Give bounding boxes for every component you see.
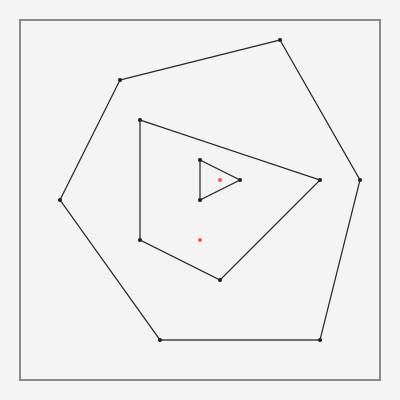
red-marker-2 <box>198 238 202 242</box>
middle-quadrilateral <box>139 119 322 281</box>
inner-triangle-vertex-3 <box>198 198 202 202</box>
outer-heptagon-vertex-3 <box>318 338 322 342</box>
outer-heptagon <box>59 39 361 341</box>
middle-quadrilateral-vertex-1 <box>138 118 142 122</box>
middle-quadrilateral-vertex-2 <box>318 178 322 182</box>
outer-heptagon-vertex-2 <box>358 178 362 182</box>
polygon-layer <box>59 39 361 341</box>
inner-triangle-vertex-2 <box>238 178 242 182</box>
middle-quadrilateral-vertex-3 <box>218 278 222 282</box>
inner-triangle <box>199 159 242 201</box>
outer-heptagon-vertex-1 <box>278 38 282 42</box>
vertex-layer <box>58 38 362 342</box>
canvas-frame <box>19 19 381 381</box>
outer-heptagon-vertex-5 <box>58 198 62 202</box>
red-marker-1 <box>218 178 222 182</box>
inner-triangle-vertex-1 <box>198 158 202 162</box>
middle-quadrilateral-vertex-4 <box>138 238 142 242</box>
outer-heptagon-vertex-6 <box>118 78 122 82</box>
marker-layer <box>198 178 222 242</box>
outer-heptagon-vertex-4 <box>158 338 162 342</box>
